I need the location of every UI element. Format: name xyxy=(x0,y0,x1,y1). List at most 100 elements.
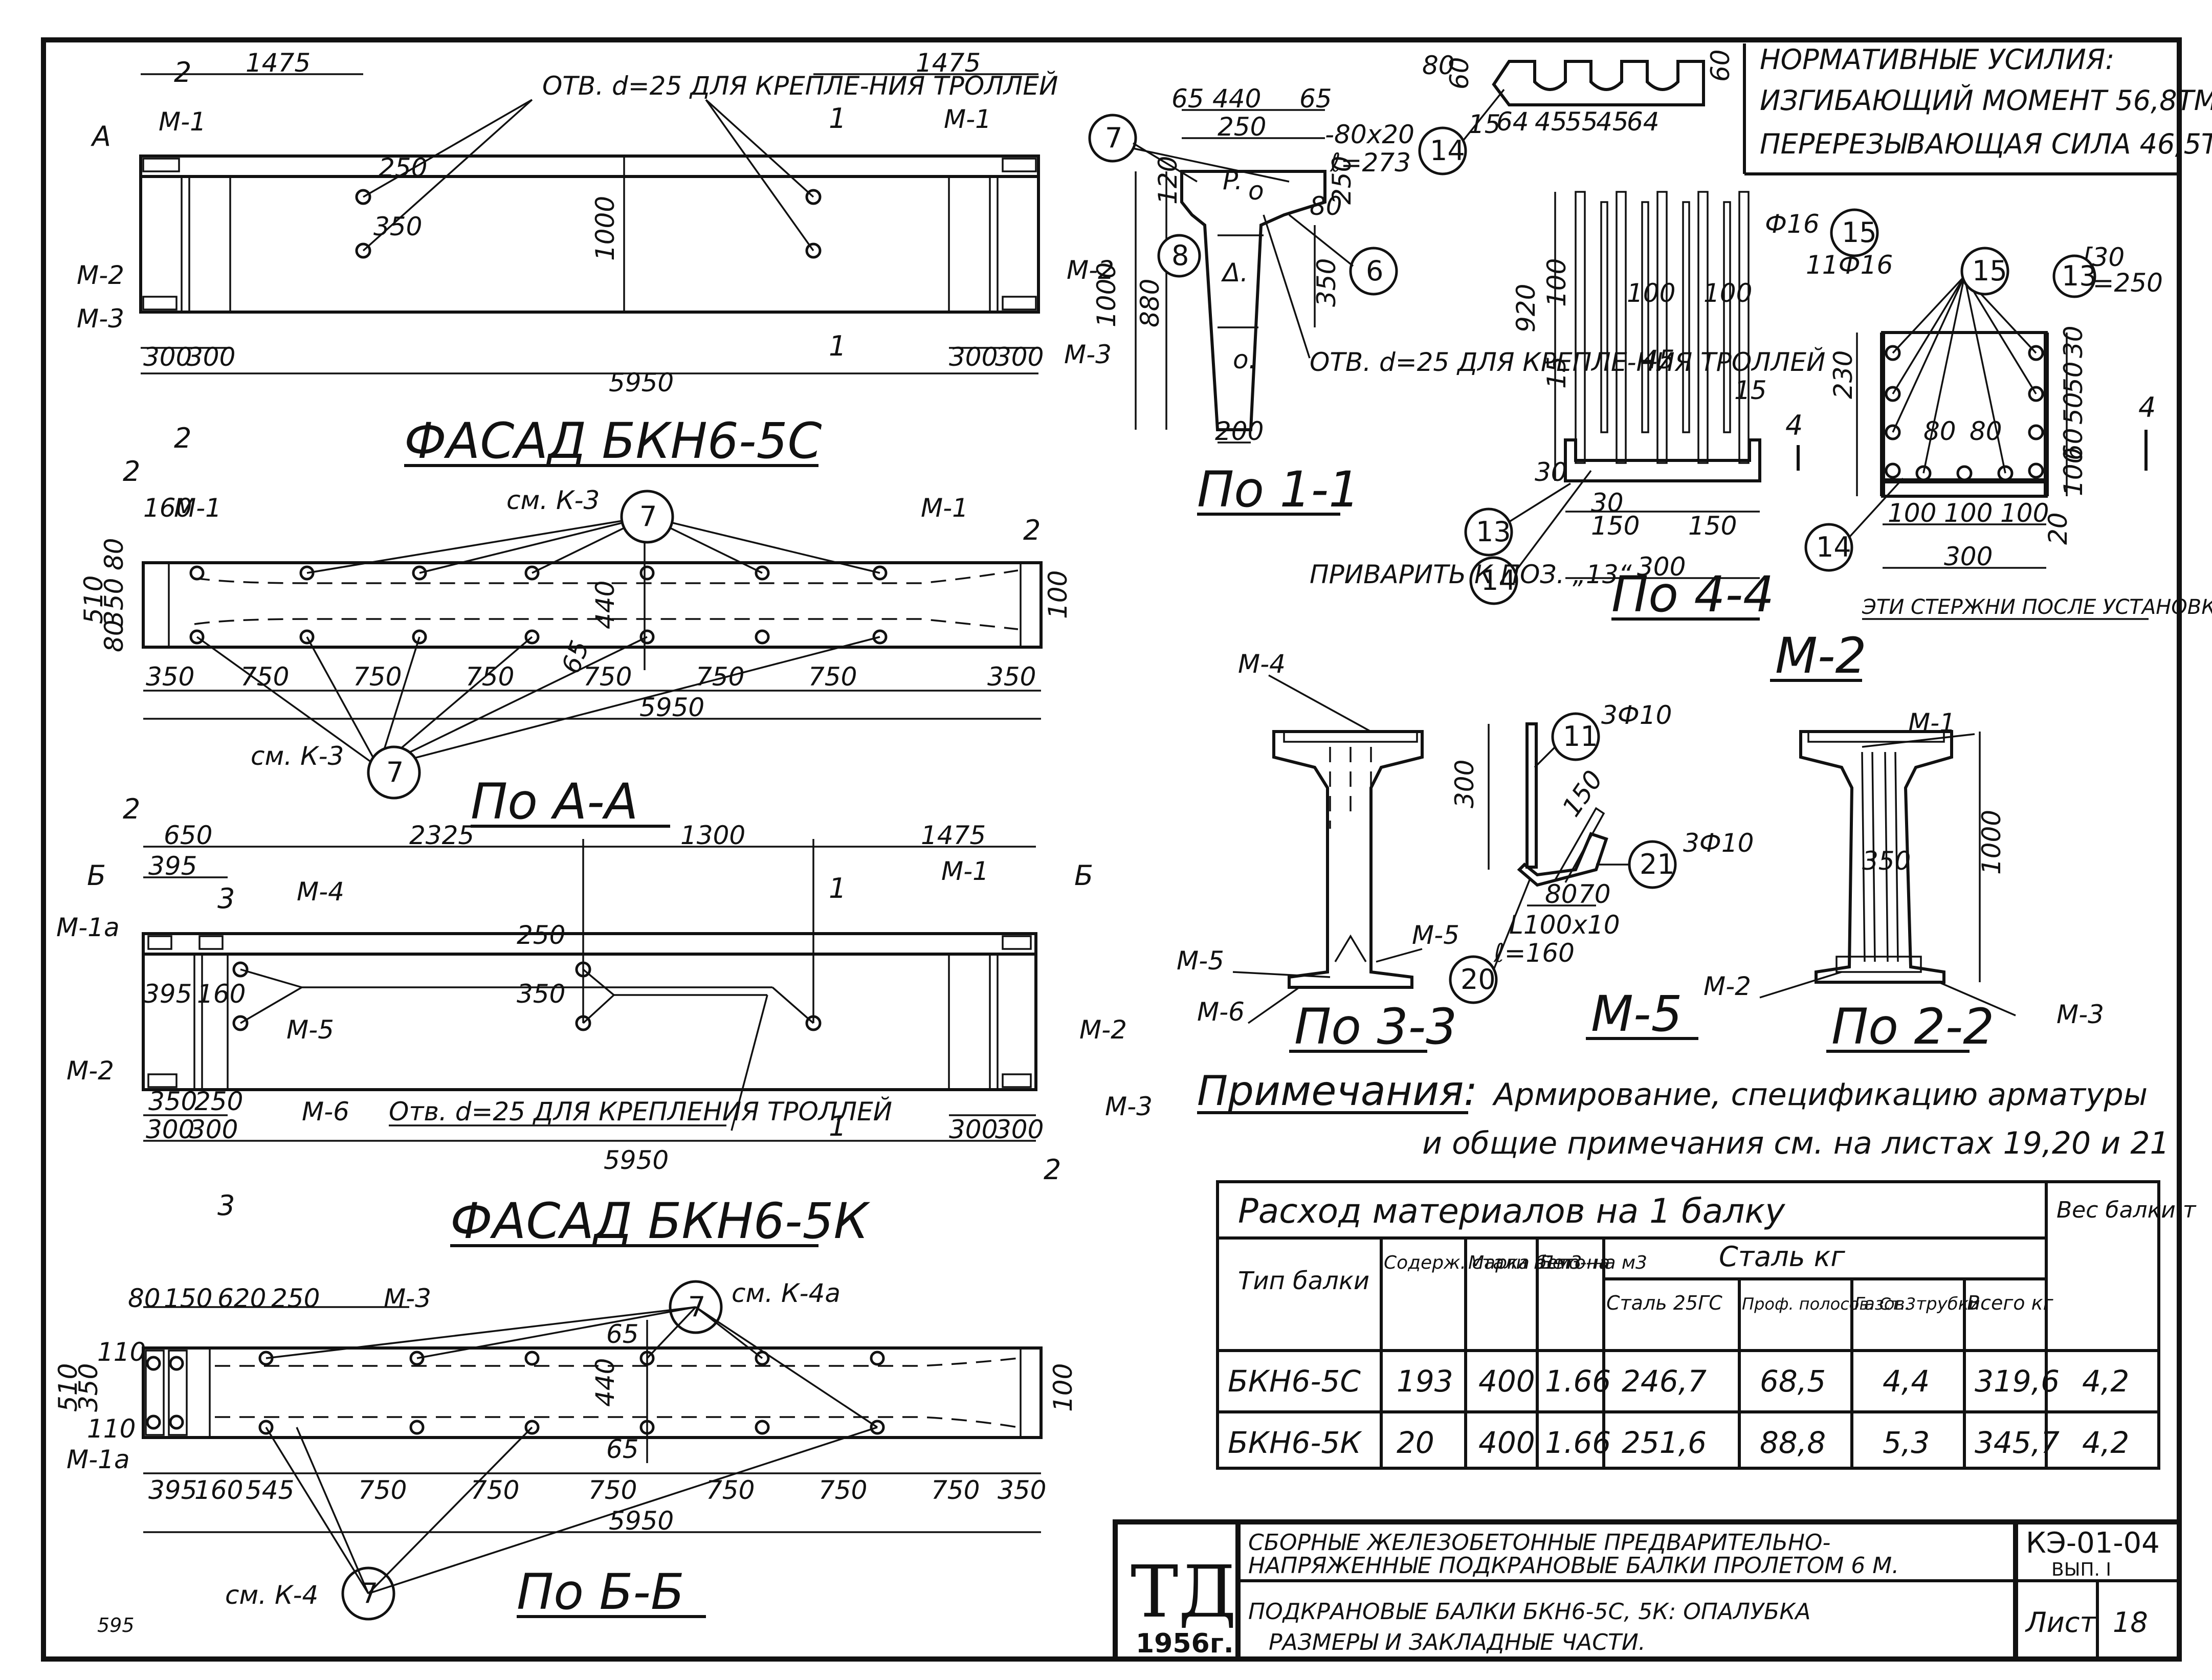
mark-m2-22: М-2 xyxy=(1704,971,1751,1001)
hdr-gas: Газов. трубки xyxy=(1854,1294,1980,1314)
dim-750-aa-1: 750 xyxy=(240,662,289,692)
svg-text:o.: o. xyxy=(1233,345,1256,374)
callout-20-m5 xyxy=(1449,955,1498,1004)
section-1-5k-bottom: 1 xyxy=(829,1110,846,1142)
mark-m3-5k: М-3 xyxy=(1105,1092,1153,1121)
svg-text:20: 20 xyxy=(1461,963,1496,996)
table-row: БКН6-5К 20 400 1.66 251,6 88,8 5,3 345,7… xyxy=(1228,1425,2129,1460)
section-4-left: 4 xyxy=(1785,409,1803,441)
dim-510-bb: 510 xyxy=(53,1363,83,1412)
doc-issue: ВЫП. I xyxy=(2051,1559,2111,1580)
callout-7-aa-label: 7 xyxy=(639,500,657,533)
dim-350-aa-r: 350 xyxy=(987,662,1036,692)
dim-1000-22: 1000 xyxy=(1977,810,2006,875)
notes-heading: Примечания: xyxy=(1197,1067,1477,1115)
mark-m5-33-right: М-5 xyxy=(1412,920,1459,950)
row1-grade: 400 xyxy=(1478,1364,1535,1399)
section-3-bottom: 3 xyxy=(217,1189,235,1222)
title-facade-5k: ФАСАД БКН6-5К xyxy=(450,1192,871,1250)
dim-15-44-b: 15 xyxy=(1734,375,1767,405)
section-44-view: 920 100 100 100 15 15 45 30 30 150 150 3… xyxy=(1310,191,1879,623)
mark-m2-5k-left: М-2 xyxy=(67,1056,114,1086)
section-33-profile xyxy=(1272,730,1424,989)
dim-300-d: 300 xyxy=(995,342,1044,372)
dim-250-11: 250 xyxy=(1218,112,1266,142)
callout-7-11 xyxy=(1088,114,1137,163)
row2-total: 345,7 xyxy=(1975,1425,2060,1460)
callout-13-m2 xyxy=(2052,254,2096,298)
dim-350-5c: 350 xyxy=(373,212,422,241)
dim-60-m2: 60 xyxy=(2059,428,2088,460)
materials-table: Расход материалов на 1 балку Вес балки т… xyxy=(1216,1180,2197,1470)
sheet-number: 18 xyxy=(2113,1606,2148,1639)
title-plan-bb: По Б-Б xyxy=(517,1563,684,1621)
svg-text:Δ.: Δ. xyxy=(1221,258,1248,288)
callout-6-11 xyxy=(1349,247,1398,296)
dim-65-bb-top: 65 xyxy=(606,1319,639,1349)
dim-65-11-a: 65 xyxy=(1171,84,1204,114)
dim-510-aa: 510 xyxy=(79,576,108,624)
section-2-top: 2 xyxy=(174,56,191,89)
dim-300-5k-b: 300 xyxy=(189,1115,238,1144)
dim-plate-11: -80х20 xyxy=(1325,120,1414,149)
section-1-bottom: 1 xyxy=(829,330,846,362)
plan-aa-view: 7 7 160 350 750 750 750 750 750 750 350 … xyxy=(79,455,1073,830)
dim-70-m5: 70 xyxy=(1578,879,1611,909)
dim-1000-11: 1000 xyxy=(1092,262,1121,327)
dim-300-a: 300 xyxy=(143,342,192,372)
dim-750-bb-5: 750 xyxy=(819,1475,867,1505)
dim-80-bb: 80 xyxy=(128,1284,161,1313)
dim-3f10-m5-top: 3Ф10 xyxy=(1601,700,1672,730)
plan-bb-view: 7 7 80 150 620 250 65 65 395 160 545 750… xyxy=(53,1278,1078,1621)
title-section-22: По 2-2 xyxy=(1831,998,1994,1055)
dim-350-bb-v: 350 xyxy=(74,1363,103,1412)
section-11-profile xyxy=(1180,170,1326,431)
dim-300-m5: 300 xyxy=(1450,760,1479,808)
svg-text:21: 21 xyxy=(1640,848,1675,880)
holes-note-5c: ОТВ. d=25 ДЛЯ КРЕПЛЕ-НИЯ ТРОЛЛЕЙ xyxy=(542,71,1058,101)
norms-heading: НОРМАТИВНЫЕ УСИЛИЯ: xyxy=(1760,43,2114,76)
dim-100-m2-v: 100 xyxy=(2059,448,2088,496)
detail-14-profile xyxy=(1492,60,1705,106)
mark-m1-left: М-1 xyxy=(159,107,206,137)
row2-grade: 400 xyxy=(1478,1425,1535,1460)
dim-50-m2-b: 50 xyxy=(2059,392,2088,425)
dim-300-44: 300 xyxy=(1637,552,1686,582)
mark-m1-right: М-1 xyxy=(944,104,991,134)
subtitle-line-2: РАЗМЕРЫ И ЗАКЛАДНЫЕ ЧАСТИ. xyxy=(1269,1629,1646,1655)
callout-13-44 xyxy=(1464,507,1513,557)
ref-k3-bottom: см. К-3 xyxy=(251,741,344,771)
dim-50-m2-a: 50 xyxy=(2059,361,2088,394)
subtitle-line-1: ПОДКРАНОВЫЕ БАЛКИ БКН6-5С, 5К: ОПАЛУБКА xyxy=(1248,1599,1811,1625)
dim-30-44-a: 30 xyxy=(1535,457,1567,487)
dim-45-14-b: 45 xyxy=(1596,107,1629,137)
dim-395-bb: 395 xyxy=(148,1475,197,1505)
dim-angle-m5: L100х10 xyxy=(1509,910,1620,940)
dim-65-11-b: 65 xyxy=(1299,84,1332,114)
dim-11f16-m2: 11Ф16 xyxy=(1806,250,1893,280)
dim-395-5k-top: 395 xyxy=(148,851,197,881)
row2-25gc: 251,6 xyxy=(1622,1425,1707,1460)
hdr-grade: Марка бето-на xyxy=(1468,1252,1610,1273)
dim-750-bb-2: 750 xyxy=(471,1475,519,1505)
dim-60-14-left: 60 xyxy=(1445,57,1474,90)
callout-7-aa-label-2: 7 xyxy=(386,756,404,788)
m5-angle xyxy=(1517,832,1608,887)
dim-30-m2: 30 xyxy=(2059,325,2088,358)
section-4-right: 4 xyxy=(2138,391,2156,424)
hdr-steel: Сталь кг xyxy=(1719,1241,1845,1273)
dim-length-11: ℓ=273 xyxy=(1330,148,1411,178)
table-title: Расход материалов на 1 балку xyxy=(1238,1191,1785,1231)
dim-300-m2: 300 xyxy=(1944,542,1993,571)
callout-15-44 xyxy=(1830,208,1879,257)
callout-7-aa-top xyxy=(620,490,674,544)
title-section-11: По 1-1 xyxy=(1197,461,1360,518)
dim-750-aa-4: 750 xyxy=(583,662,632,692)
dim-200-11: 200 xyxy=(1215,416,1264,446)
title-section-33: По 3-3 xyxy=(1294,998,1457,1055)
dim-160-5k-mid: 160 xyxy=(197,979,246,1009)
dim-80-m5: 80 xyxy=(1545,879,1578,909)
facade-5c-view: 1475 1475 5950 300 300 300 300 1000 350 … xyxy=(77,48,1114,470)
dim-750-aa-6: 750 xyxy=(808,662,857,692)
mark-m4-33: М-4 xyxy=(1238,649,1286,679)
